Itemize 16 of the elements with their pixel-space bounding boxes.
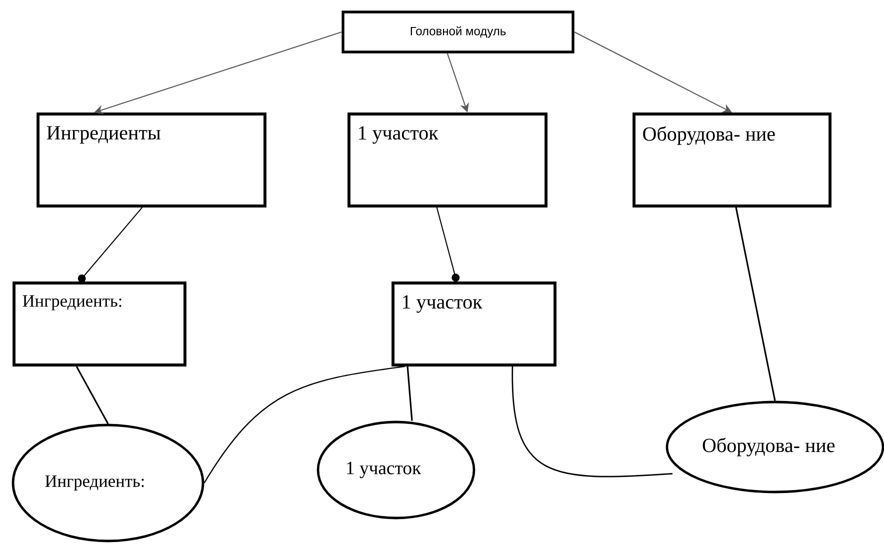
- ellipse-node: 1 участок: [316, 420, 476, 520]
- connector: [436, 207, 460, 282]
- process-box: Оборудова- ние: [632, 112, 832, 208]
- connector: [406, 366, 413, 421]
- process-box: Головной модуль: [342, 10, 574, 54]
- process-box: 1 участок: [392, 282, 556, 366]
- process-box: Ингредиенть:: [12, 282, 186, 366]
- ellipse-node: Оборудова- ние: [666, 400, 884, 494]
- connector: [735, 207, 776, 401]
- connector: [512, 366, 673, 478]
- process-box: Ингредиенты: [36, 112, 266, 208]
- process-box: 1 участок: [348, 112, 548, 208]
- connector: [78, 207, 143, 282]
- connector: [204, 366, 405, 484]
- ellipse-node: Ингредиенть:: [12, 424, 204, 542]
- connector: [76, 366, 109, 424]
